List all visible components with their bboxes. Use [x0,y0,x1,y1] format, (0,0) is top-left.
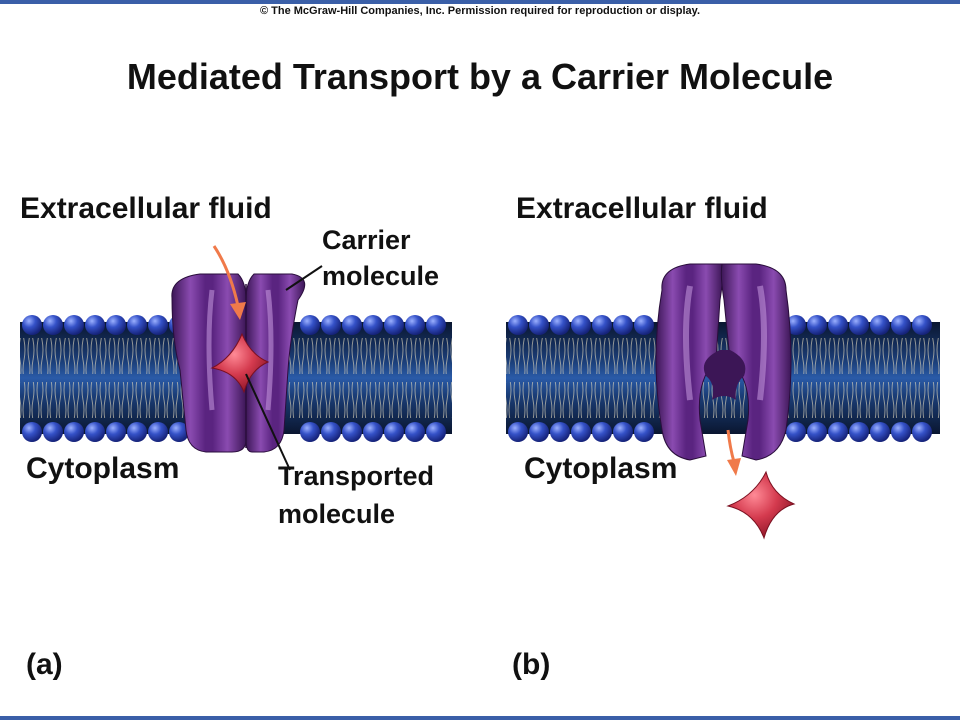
phospholipid-head [127,422,147,442]
phospholipid-head [22,422,42,442]
phospholipid-head [634,315,654,335]
entry-arrow-a [212,245,246,320]
bottom-border [0,716,960,720]
phospholipid-head [106,422,126,442]
phospholipid-head [828,315,848,335]
phospholipid-head [786,422,806,442]
carrier-protein-b [655,263,792,461]
cytoplasm-label-a: Cytoplasm [26,452,180,485]
phospholipid-head [529,315,549,335]
phospholipid-head [384,422,404,442]
phospholipid-head [807,315,827,335]
copyright-notice: © The McGraw-Hill Companies, Inc. Permis… [259,5,701,17]
cytoplasm-label-b: Cytoplasm [524,452,678,485]
phospholipid-head [43,422,63,442]
phospholipid-head [912,315,932,335]
phospholipid-head [550,422,570,442]
phospholipid-head [22,315,42,335]
carrier-pointer-line [285,265,323,291]
phospholipid-head [85,422,105,442]
phospholipid-head [849,315,869,335]
membrane-b [506,322,940,434]
extracellular-label-b: Extracellular fluid [516,192,768,225]
phospholipid-head [148,422,168,442]
phospholipid-head [634,422,654,442]
extracellular-label-a: Extracellular fluid [20,192,272,225]
phospholipid-head [426,315,446,335]
phospholipid-head [363,315,383,335]
phospholipid-head [300,422,320,442]
phospholipid-head [106,315,126,335]
phospholipid-head [384,315,404,335]
phospholipid-head [592,422,612,442]
phospholipid-head [828,422,848,442]
phospholipid-head [571,422,591,442]
transported-label-line1: Transported [278,461,435,491]
phospholipid-head [529,422,549,442]
page-title: Mediated Transport by a Carrier Molecule [126,56,834,97]
phospholipid-head [64,315,84,335]
phospholipid-head [508,422,528,442]
panel-a-letter: (a) [26,648,63,681]
phospholipid-head [169,422,189,442]
phospholipid-head [85,315,105,335]
exit-arrow-b [726,429,741,476]
phospholipid-head [342,422,362,442]
phospholipid-head [912,422,932,442]
phospholipid-head [891,422,911,442]
phospholipid-head [870,315,890,335]
phospholipid-head [342,315,362,335]
phospholipid-head [870,422,890,442]
top-border [0,0,960,4]
phospholipid-head [43,315,63,335]
panel-b-letter: (b) [512,648,551,681]
phospholipid-head [148,315,168,335]
transported-pointer-line [245,373,291,471]
phospholipid-head [127,315,147,335]
phospholipid-head [849,422,869,442]
phospholipid-head [405,315,425,335]
phospholipid-head [613,315,633,335]
phospholipid-head [807,422,827,442]
phospholipid-head [592,315,612,335]
phospholipid-head [613,422,633,442]
phospholipid-head [64,422,84,442]
phospholipid-head [571,315,591,335]
transported-label-line2: molecule [278,499,396,529]
phospholipid-heads-b [508,315,932,442]
phospholipid-head [363,422,383,442]
carrier-label-line2: molecule [322,261,440,291]
phospholipid-head [405,422,425,442]
transported-molecule-b [726,470,796,540]
phospholipid-head [550,315,570,335]
phospholipid-head [321,422,341,442]
phospholipid-head [891,315,911,335]
phospholipid-head [426,422,446,442]
phospholipid-head [300,315,320,335]
carrier-label-line1: Carrier [322,225,411,255]
phospholipid-head [321,315,341,335]
phospholipid-head [786,315,806,335]
phospholipid-head [508,315,528,335]
transported-molecule-a [210,332,270,394]
